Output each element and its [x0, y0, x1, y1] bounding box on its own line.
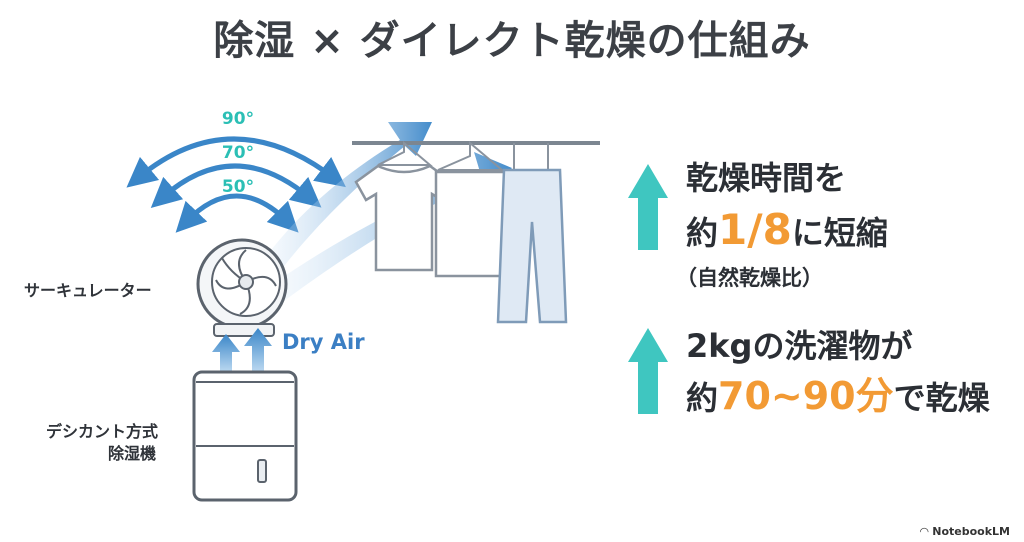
tshirt [354, 164, 454, 272]
swing-angle-arcs: 90° 70° 50° [126, 109, 346, 233]
notebooklm-logo-icon: ◠ [919, 525, 933, 538]
page-title: 除湿 × ダイレクト乾燥の仕組み [213, 18, 811, 64]
jeans [496, 168, 568, 324]
up-arrow-right [244, 328, 272, 372]
benefit1-prefix: 約 [686, 214, 719, 252]
circulator-label: サーキュレーター [24, 281, 152, 300]
angle-label-50: 50° [222, 177, 254, 197]
benefit2-line2: 約70~90分で乾燥 [686, 376, 990, 418]
angle-label-70: 70° [222, 143, 254, 163]
circulator [196, 238, 288, 337]
benefit2-highlight: 70~90分 [718, 374, 894, 418]
brand-label: NotebookLM [932, 525, 1010, 538]
laundry-rail [352, 140, 600, 324]
towel [434, 170, 508, 278]
benefit1-line2: 約1/8に短縮 [686, 209, 888, 253]
benefit2-suffix: で乾燥 [893, 379, 990, 417]
benefit1-suffix: に短縮 [791, 214, 888, 252]
benefit1-line1: 乾燥時間を [686, 159, 847, 197]
benefit1-up-arrow [628, 164, 668, 250]
benefit1-note: （自然乾燥比） [676, 266, 823, 290]
benefit2-up-arrow [628, 328, 668, 414]
benefit2-line1: 2kgの洗濯物が [686, 327, 913, 365]
dehumidifier [192, 370, 298, 502]
dry-air-up-arrows [212, 328, 272, 372]
towel-hanger [437, 140, 505, 171]
arc-50 [175, 193, 299, 233]
benefit1-highlight: 1/8 [718, 205, 792, 254]
arc-90 [126, 136, 346, 188]
angle-label-90: 90° [222, 109, 254, 129]
dry-air-label: Dry Air [282, 330, 365, 354]
up-arrow-left [212, 334, 240, 372]
notebooklm-brand: ◠ NotebookLM [920, 525, 1010, 538]
benefit2-prefix: 約 [686, 379, 719, 417]
arc-70 [150, 163, 322, 208]
dehumidifier-label-line2: 除湿機 [108, 444, 157, 463]
dehumidifier-label-line1: デシカント方式 [46, 422, 159, 441]
pants-clip [513, 143, 549, 170]
